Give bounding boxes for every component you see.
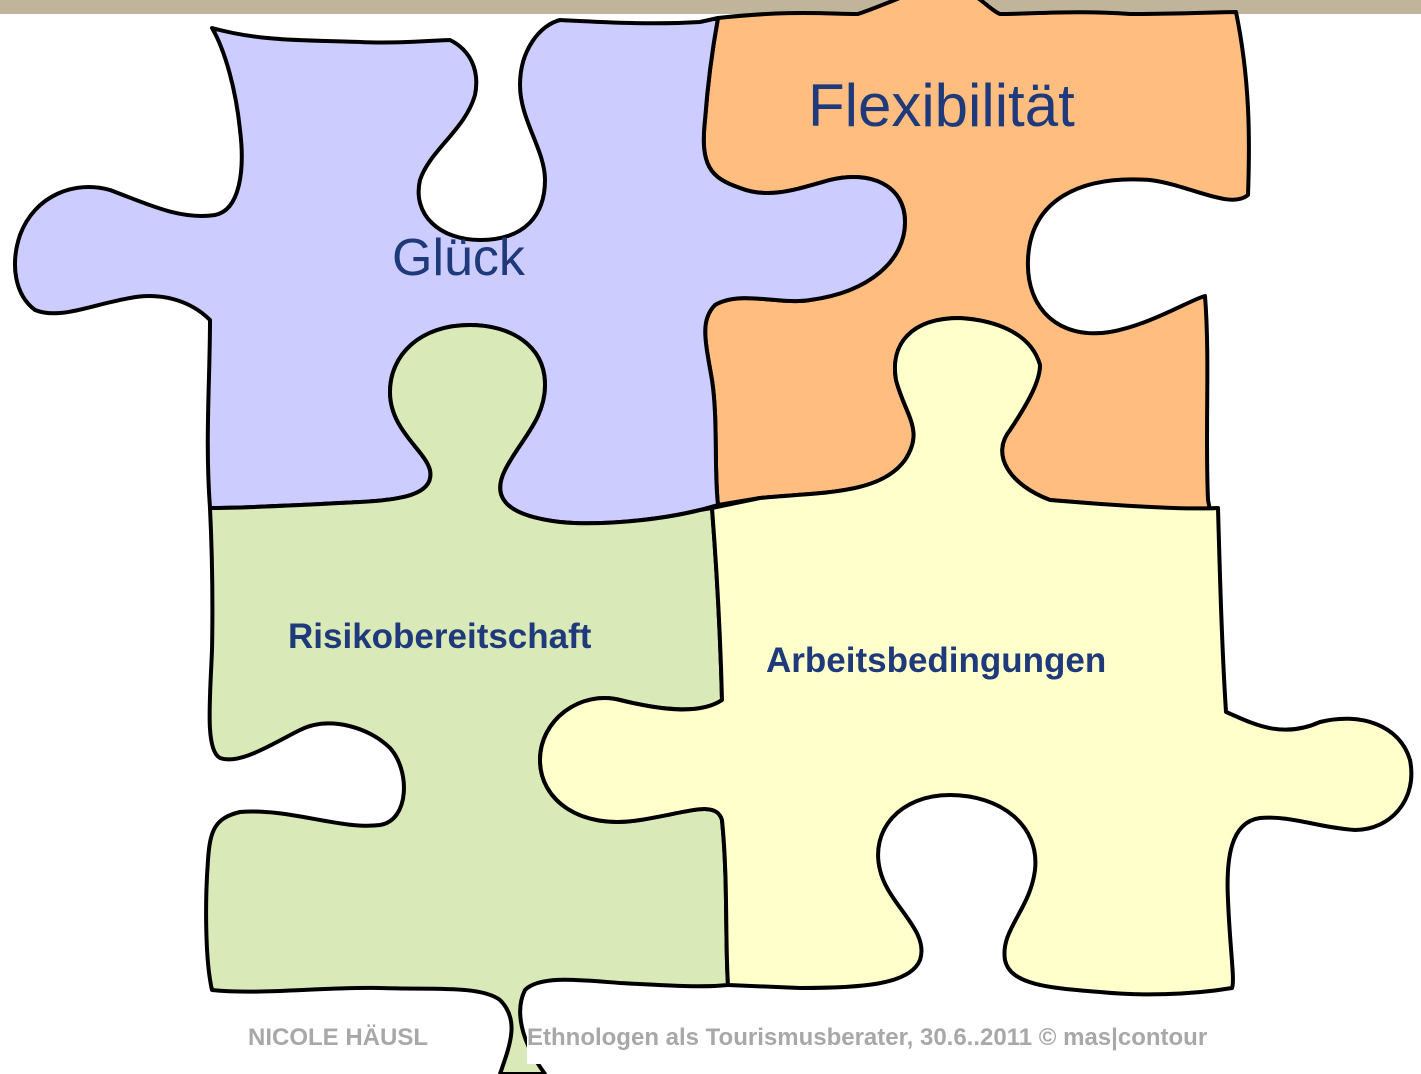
label-arbeitsbedingungen: Arbeitsbedingungen — [766, 641, 1107, 680]
footer: NICOLE HÄUSL Ethnologen als Tourismusber… — [0, 1024, 1421, 1064]
label-risikobereitschaft: Risikobereitschaft — [288, 617, 592, 656]
label-flexibilitaet: Flexibilität — [808, 72, 1075, 139]
footer-backdrop — [527, 1024, 1287, 1064]
footer-author: NICOLE HÄUSL — [248, 1024, 428, 1051]
label-glueck: Glück — [392, 229, 525, 287]
puzzle-piece-arbeitsbedingungen — [538, 316, 1414, 997]
footer-text: Ethnologen als Tourismusberater, 30.6..2… — [527, 1024, 1208, 1051]
puzzle-piece-glueck — [13, 16, 907, 526]
